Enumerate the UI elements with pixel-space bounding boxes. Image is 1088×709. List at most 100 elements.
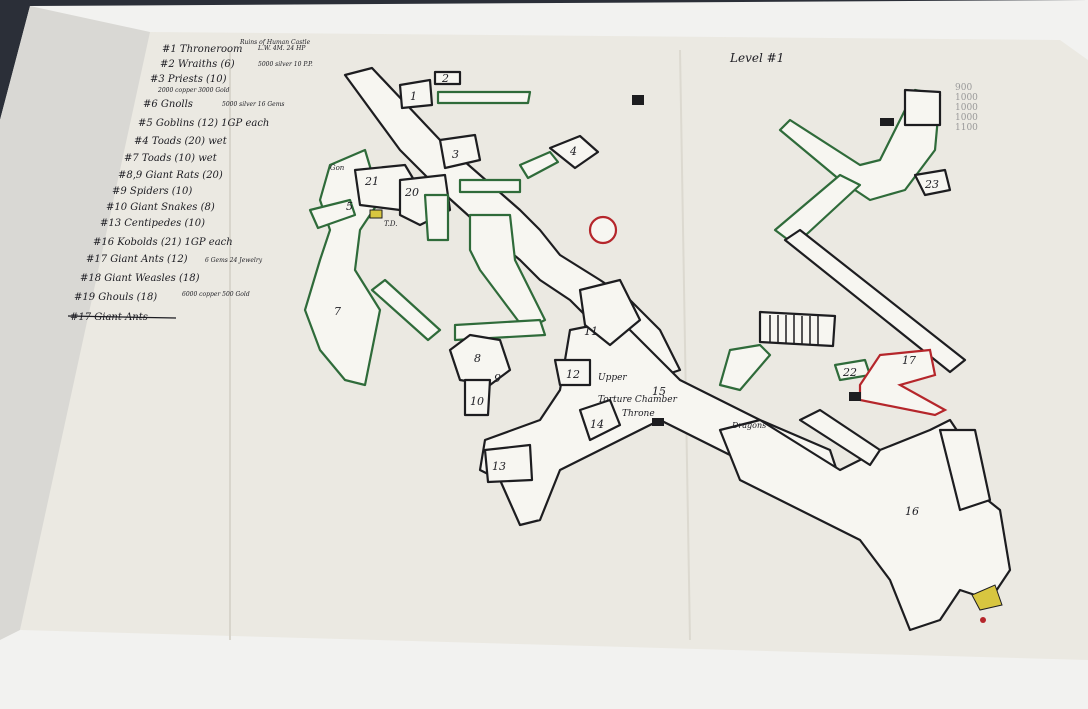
legend-note: 5000 silver 16 Gems [222,101,284,108]
room-4 [548,134,600,170]
legend-note: 6 Gems 24 Jewelry [205,257,263,264]
legend-note: L.W. 4M. 24 HP [257,45,306,52]
corridor-7 [370,278,442,342]
room-number: 13 [492,460,506,473]
red-section [588,215,948,417]
room-number: 9 [494,372,501,385]
level-title: Level #1 [729,51,784,65]
room-number: 10 [470,395,484,408]
legend-entry: #16 Kobolds (21) 1GP each [93,237,233,248]
room-12 [553,358,592,387]
corner-number: 1000 [955,103,978,113]
corridor-4 [518,150,560,180]
marker-6 [880,118,894,126]
corner-number: 1100 [955,123,978,133]
legend-entry: #8,9 Giant Rats (20) [118,170,223,181]
room-13 [483,443,534,484]
room-number: 2 [441,72,449,85]
legend-entry: #13 Centipedes (10) [100,218,205,229]
legend-entry: #9 Spiders (10) [112,186,192,197]
legend-note: 5000 silver 10 P.P. [258,61,313,68]
room-3 [438,133,482,170]
legend-entry: #4 Toads (20) wet [134,136,228,147]
room-number: 14 [590,418,604,431]
east-cavern [718,418,1012,632]
marker-yellow-ne [971,584,1003,611]
legend-entry: #17 Giant Ants (12) [86,254,188,265]
page-shadow [0,6,150,640]
note-dragons: Dragons [731,421,766,430]
legend-entry: #3 Priests (10) [150,74,227,85]
room-23 [913,168,952,197]
room-2 [433,70,462,86]
corridor-stair [718,343,772,392]
room-number: 11 [584,325,598,338]
note-gon: Gon [330,164,345,172]
marker-top [632,95,644,105]
marker-throne [652,418,664,426]
room-number: 5 [346,200,353,213]
red-dot [980,617,986,623]
map-markers [369,95,1003,623]
corner-number: 1000 [955,93,978,103]
legend-entry: #6 Gnolls [143,99,193,110]
room-11 [578,278,642,347]
room-number: 8 [474,352,481,365]
corner-number: 1000 [955,113,978,123]
room-number: 22 [842,366,857,379]
legend-entry: #2 Wraiths (6) [160,59,235,70]
room-6 [903,88,942,127]
room-14 [578,398,622,442]
room-number: 16 [905,505,919,518]
note-td: T.D. [384,220,397,228]
room-number: 21 [364,175,379,188]
room-number: 1 [410,90,417,103]
note-upper: Upper [598,373,627,383]
stair-hatch [769,315,819,345]
monster-legend: #1 Throneroom L.W. 4M. 24 HP #2 Wraiths … [67,44,313,323]
room-number: 23 [924,178,939,191]
marker-yellow [369,209,383,219]
legend-entry: #1 Throneroom [162,44,243,55]
map-notes: Upper Torture Chamber Throne Dragons T.D… [330,164,766,430]
marker-red [849,392,861,401]
corner-numbers: 900 1000 1000 1000 1100 [955,83,978,133]
room-labels: 1 2 3 4 5 7 8 9 10 11 12 13 14 15 16 17 … [334,72,939,518]
room-number: 12 [566,368,580,381]
note-throne: Throne [622,409,655,419]
corner-number: 900 [955,83,972,93]
long-diagonal [783,228,967,374]
dotted-corridor [423,193,450,242]
legend-entry: #18 Giant Weasles (18) [80,273,200,284]
corridor-5 [308,198,357,230]
legend-entry-struck: #17 Giant Ants [70,312,148,323]
room-number: 7 [334,305,341,318]
corridor-20 [458,178,522,194]
red-circle-marker [588,215,618,245]
room-16 [938,428,992,512]
room-number: 3 [452,148,459,161]
room-number: 4 [569,145,577,158]
corridor-8 [453,318,547,342]
strike-line [67,315,177,319]
legend-entry: #7 Toads (10) wet [124,153,218,164]
header-note: Ruins of Human Castle [239,39,311,46]
paper-fold-2 [679,49,691,641]
room-10 [463,378,492,417]
legend-entry: #10 Giant Snakes (8) [106,202,215,213]
room-number: 17 [902,354,916,367]
note-torture: Torture Chamber [598,395,678,405]
stair-room [758,310,837,348]
legend-entry: #19 Ghouls (18) [74,292,157,303]
room-1 [398,78,434,110]
legend-note: 6000 copper 500 Gold [182,291,250,298]
room-number: 15 [652,385,666,398]
room-17 [858,348,948,417]
room-number: 20 [404,186,419,199]
map-corridors [303,66,1012,632]
room-8 [448,333,512,387]
corridor-16 [798,408,882,467]
legend-entry: #5 Goblins (12) 1GP each [138,118,269,129]
legend-note: 2000 copper 3000 Gold [157,87,230,94]
